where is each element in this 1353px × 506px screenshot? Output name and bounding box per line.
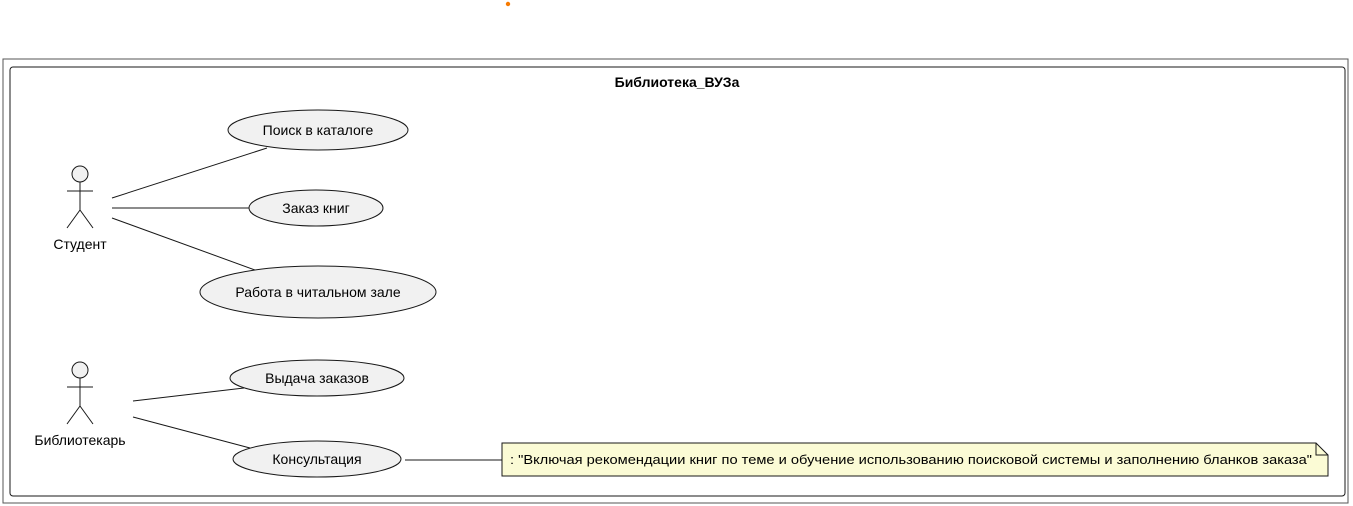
actor-label-librarian: Библиотекарь (34, 432, 125, 448)
use-case-consult: Консультация (232, 440, 402, 478)
association-student-search (111, 147, 268, 199)
use-case-order: Заказ книг (248, 189, 384, 227)
association-student-reading (111, 217, 256, 271)
use-case-label: Работа в читальном зале (235, 284, 400, 300)
note-consultation: : "Включая рекомендации книг по теме и о… (501, 442, 1329, 477)
actor-librarian: Библиотекарь (34, 361, 126, 448)
use-case-reading: Работа в читальном зале (199, 265, 437, 319)
system-boundary (9, 66, 1346, 497)
system-title: Библиотека_ВУЗа (615, 74, 740, 90)
use-case-label: Консультация (272, 451, 361, 467)
note-text: : "Включая рекомендации книг по теме и о… (510, 452, 1312, 467)
use-case-label: Заказ книг (282, 200, 349, 216)
actor-label-student: Студент (53, 236, 107, 252)
association-librarian-consult (132, 416, 251, 449)
actor-student: Студент (53, 165, 107, 252)
use-case-search: Поиск в каталоге (227, 109, 409, 151)
accent-dot (505, 1, 511, 7)
actor-head-icon (71, 361, 89, 379)
use-case-issue: Выдача заказов (229, 359, 405, 397)
use-case-label: Поиск в каталоге (263, 122, 374, 138)
use-case-label: Выдача заказов (265, 370, 369, 386)
diagram-frame (2, 58, 1349, 504)
association-librarian-issue (132, 387, 245, 402)
actor-head-icon (71, 165, 89, 183)
